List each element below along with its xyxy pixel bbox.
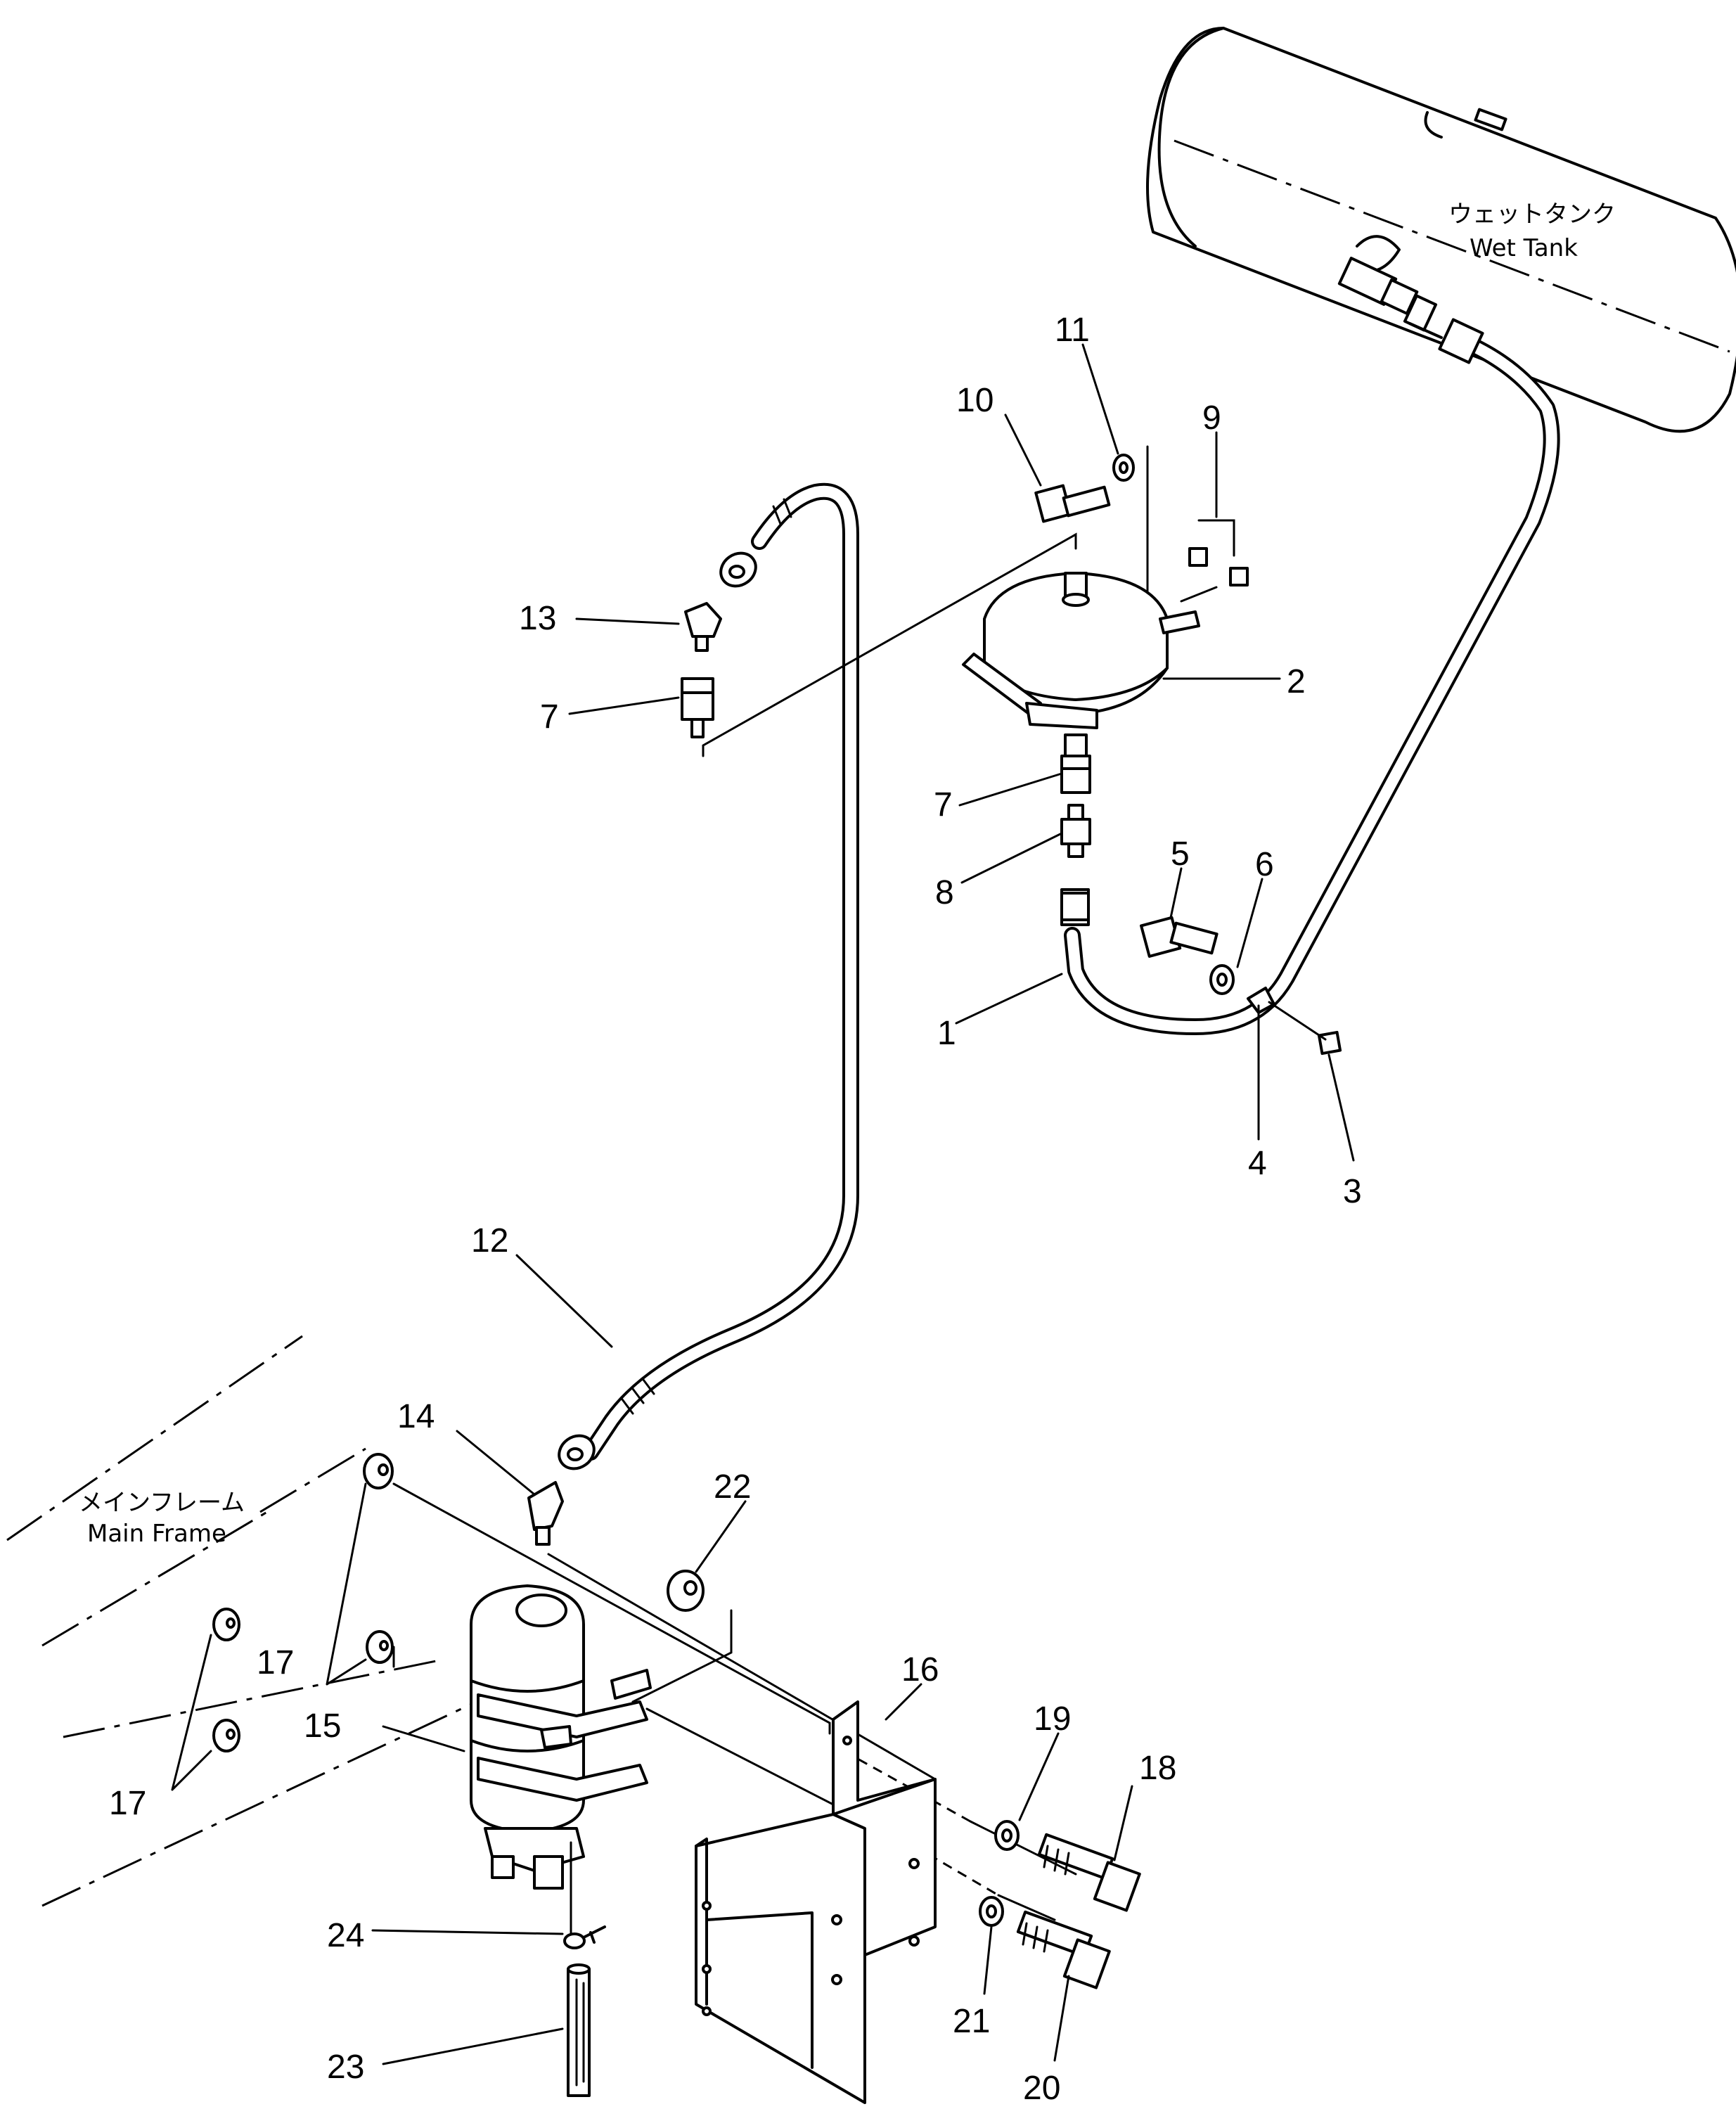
callout-18: 18 <box>1139 1750 1176 1787</box>
part-10-bolt <box>1034 484 1111 523</box>
wet-tank-label-en: Wet Tank <box>1470 234 1578 262</box>
callout-7b: 7 <box>934 786 953 823</box>
wet-tank <box>1146 27 1736 433</box>
callout-21: 21 <box>953 2003 990 2040</box>
part-5-bolt <box>1140 916 1219 958</box>
part-15-filter <box>470 1584 652 1890</box>
callout-2: 2 <box>1287 663 1306 700</box>
callout-4: 4 <box>1248 1145 1267 1182</box>
part-17-mounts <box>212 1453 394 1752</box>
callout-19: 19 <box>1034 1700 1071 1738</box>
callout-3: 3 <box>1343 1173 1362 1210</box>
callout-12: 12 <box>471 1222 508 1259</box>
main-frame-label-en: Main Frame <box>87 1520 226 1548</box>
part-21-washer <box>979 1896 1004 1927</box>
callout-17a: 17 <box>257 1644 294 1681</box>
part-18-bolt <box>1037 1833 1141 1912</box>
callout-11: 11 <box>1055 312 1090 349</box>
callout-8: 8 <box>935 874 954 911</box>
callout-20: 20 <box>1023 2070 1060 2107</box>
main-frame-label-jp: メインフレーム <box>79 1489 245 1517</box>
callout-5: 5 <box>1171 835 1190 873</box>
part-9-nuts <box>1188 547 1249 586</box>
callout-9: 9 <box>1202 399 1221 437</box>
tank-hose <box>1060 318 1560 1035</box>
callout-14: 14 <box>397 1398 435 1435</box>
part-7b-fitting <box>1060 755 1091 794</box>
wet-tank-label-jp: ウェットタンク <box>1448 200 1616 229</box>
callout-7a: 7 <box>540 698 559 736</box>
callout-6: 6 <box>1255 846 1274 883</box>
part-6-washer <box>1209 964 1235 995</box>
part-2-chamber <box>962 572 1200 764</box>
callout-16: 16 <box>901 1651 939 1688</box>
part-16-bracket <box>695 1700 937 2104</box>
part-19-washer <box>994 1820 1020 1851</box>
part-14-elbow <box>527 1481 564 1546</box>
main-frame-outline <box>6 1335 507 1907</box>
callout-23: 23 <box>327 2049 364 2086</box>
callout-24: 24 <box>327 1917 364 1954</box>
part-20-bolt <box>1016 1910 1111 1989</box>
part-7a-fitting <box>681 677 714 738</box>
part-12-hose <box>558 482 859 1470</box>
callout-10: 10 <box>956 382 994 419</box>
callout-22: 22 <box>714 1468 751 1506</box>
part-11-washer <box>1112 454 1135 482</box>
callout-15: 15 <box>304 1707 341 1745</box>
part-24-pin <box>563 1925 606 1949</box>
callout-1: 1 <box>937 1015 956 1052</box>
part-8-fitting <box>1060 804 1091 858</box>
callout-13: 13 <box>519 600 556 637</box>
leader-lines <box>171 343 1355 2065</box>
part-3-nut <box>1317 1030 1342 1056</box>
part-23-rod <box>567 1963 591 2097</box>
callout-17b: 17 <box>109 1785 146 1822</box>
part-13-elbow <box>684 602 722 652</box>
